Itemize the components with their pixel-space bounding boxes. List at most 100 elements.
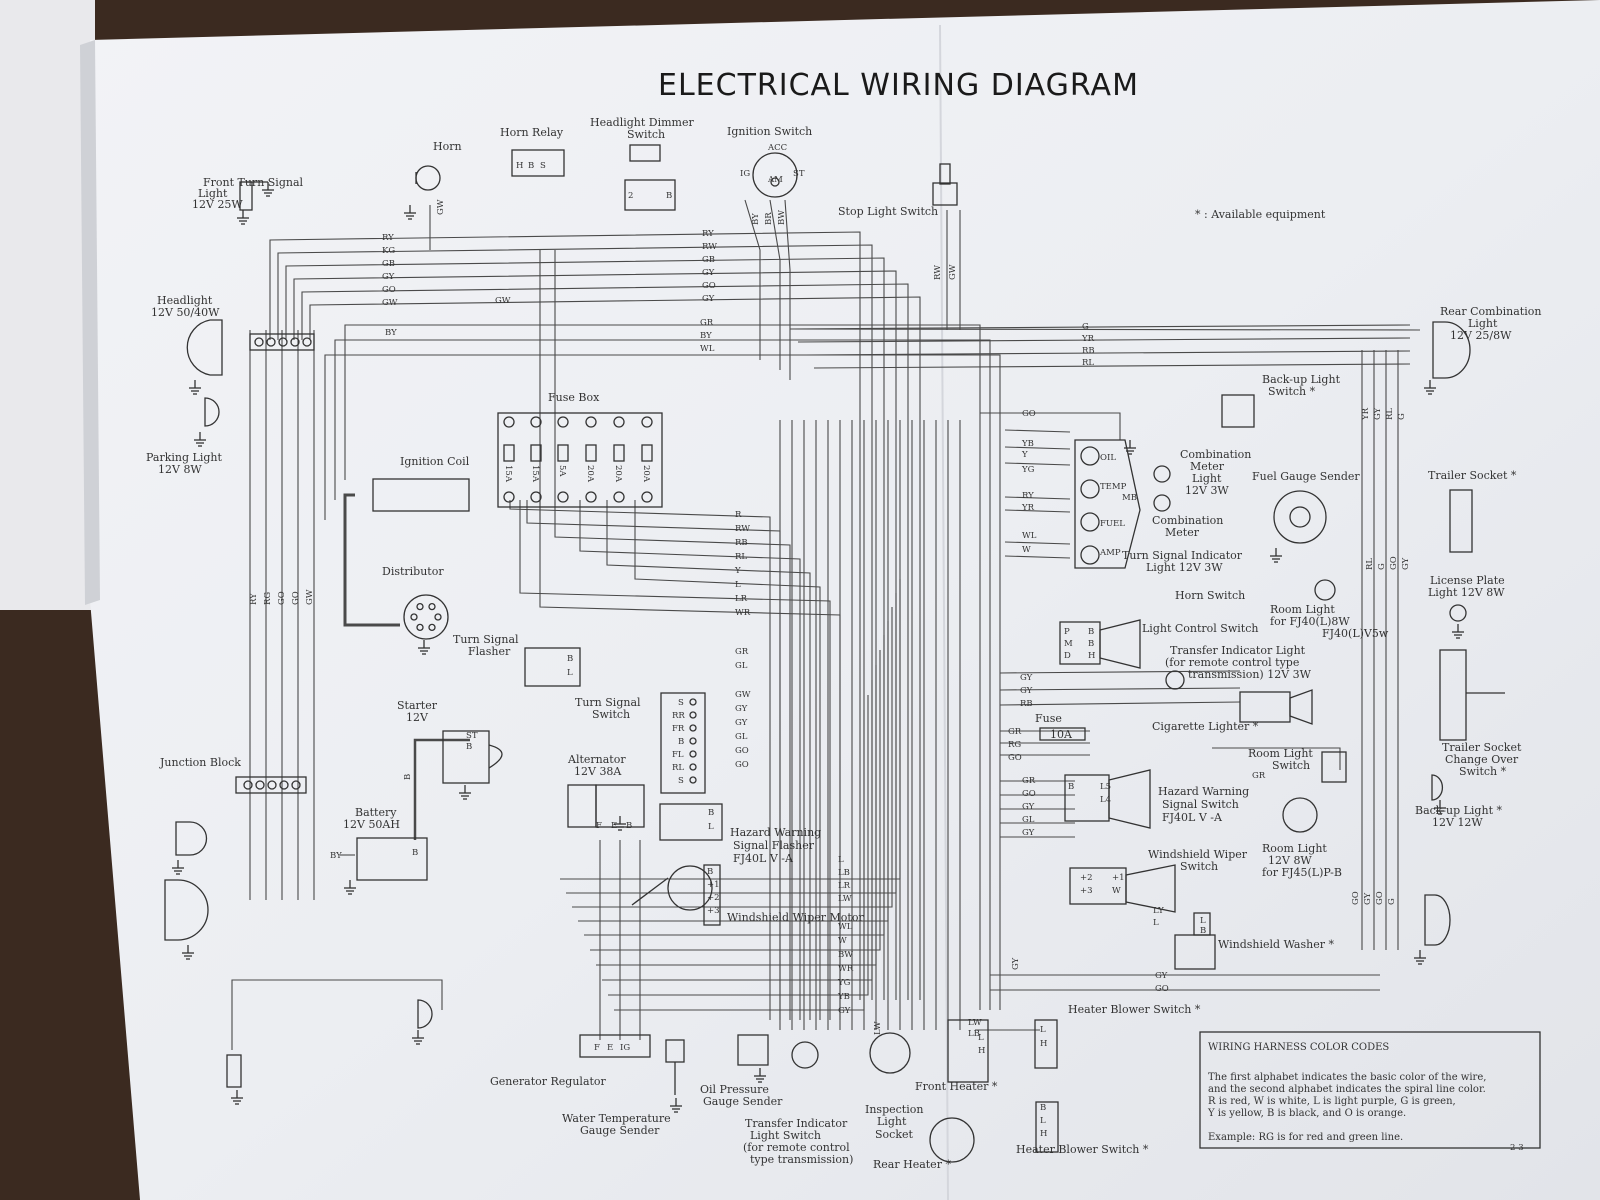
- cigarette-lighter-knob: [1289, 689, 1313, 725]
- fuse-clip: [557, 444, 569, 462]
- component-label: Front Turn Signal: [203, 176, 304, 189]
- starter-solenoid: [442, 730, 490, 784]
- terminal-label: OIL: [1100, 453, 1116, 463]
- left-bottom-wire: [231, 979, 443, 1050]
- wire-color-label: LW: [968, 1018, 982, 1028]
- fuse-out-wire: [519, 500, 831, 1020]
- terminal-label: +2: [1080, 873, 1093, 883]
- wire-color-label: RY: [702, 229, 714, 239]
- terminal-label: B: [1088, 639, 1094, 649]
- wire-color-label: WL: [838, 922, 853, 932]
- legend-line: Y is yellow, B is black, and O is orange…: [1207, 1108, 1406, 1119]
- legend-example: Example: RG is for red and green line.: [1208, 1132, 1403, 1143]
- component-label: type transmission): [750, 1153, 853, 1166]
- meter-wire: [1004, 541, 1071, 545]
- horn-relay-box: [511, 149, 565, 177]
- wire-color-label: GY: [735, 718, 748, 728]
- bottom-wire: [590, 650, 881, 951]
- fuse-terminal: [585, 491, 597, 503]
- rear-top-wire: [789, 328, 1421, 331]
- rear-wire: [797, 337, 1411, 343]
- component-label: Hazard Warning: [730, 826, 821, 839]
- component-label: 12V 12W: [1432, 816, 1483, 829]
- wire-color-label: W: [1022, 545, 1031, 555]
- wire-color-label: GY: [702, 294, 715, 304]
- backup-light-lower: [1424, 894, 1451, 946]
- coil-wire: [343, 493, 400, 627]
- switch-terminal: [689, 724, 697, 732]
- wire-color-label: GY: [838, 1006, 851, 1016]
- component-label: Fuse: [1035, 712, 1062, 725]
- headlight-lamp: [186, 319, 223, 376]
- component-label: Windshield Wiper Motor: [727, 911, 864, 924]
- component-label: 12V 50/40W: [151, 306, 220, 319]
- starter-wire: [413, 738, 470, 840]
- wire-color-label: G: [1377, 563, 1387, 570]
- switch-terminal: [689, 750, 697, 758]
- wire-color-label: R: [735, 510, 742, 520]
- fuse-out-wire: [554, 500, 791, 1020]
- component-label: Junction Block: [159, 756, 241, 769]
- component-label: Room Light: [1270, 603, 1335, 616]
- wire-color-label: LY: [1153, 906, 1164, 916]
- component-label: Headlight Dimmer: [590, 116, 694, 129]
- component-label: Horn Switch: [1175, 589, 1245, 602]
- component-label: Rear Combination: [1440, 305, 1541, 318]
- terminal-label: E: [611, 821, 617, 831]
- wire-color-label: RG: [1008, 740, 1021, 750]
- component-label: Light Control Switch: [1142, 622, 1258, 635]
- wire-color-label: KG: [382, 246, 395, 256]
- harness-wire-mid: [324, 354, 1001, 1010]
- terminal-label: FR: [672, 724, 685, 734]
- front-heater-unit: [947, 1019, 989, 1083]
- component-label: Windshield Wiper: [1148, 848, 1248, 861]
- turn-lamp-lower: [226, 1054, 242, 1088]
- dimmer-switch-head: [629, 144, 661, 162]
- backup-light-lamp: [1431, 774, 1444, 801]
- terminal-label: P: [1064, 627, 1070, 637]
- wire-color-label: YG: [1021, 465, 1035, 475]
- component-label: Stop Light Switch: [838, 205, 938, 218]
- wire-color-label: GO: [1389, 556, 1399, 570]
- wire-color-label: GO: [1375, 891, 1385, 905]
- wire-color-label: RW: [735, 524, 750, 534]
- terminal-label: FL: [672, 750, 684, 760]
- fuse-terminal: [613, 491, 625, 503]
- meter-wire: [1004, 462, 1071, 466]
- wire-color-label: GW: [495, 296, 511, 306]
- wire-color-label: RY: [1022, 491, 1034, 501]
- switch-terminal: [689, 698, 697, 706]
- terminal-label: B: [708, 808, 714, 818]
- wire-color-label: GR: [735, 647, 749, 657]
- wiper-motor-body: [667, 865, 713, 911]
- wire-color-label: GO: [1022, 789, 1036, 799]
- component-label: Turn Signal Indicator: [1122, 549, 1243, 562]
- terminal-label: H: [1040, 1129, 1047, 1139]
- bottom-wire: [602, 680, 873, 981]
- ignition-terminal-label: AM: [767, 175, 783, 185]
- component-label: Switch: [1180, 860, 1218, 873]
- wire-color-label: LR: [735, 594, 748, 604]
- component-label: Trailer Socket *: [1428, 469, 1517, 482]
- component-label: Switch *: [1268, 385, 1316, 398]
- ign-wire: [744, 199, 761, 360]
- terminal-label: L: [1040, 1025, 1046, 1035]
- page-fold: [939, 24, 949, 1200]
- terminal-label: B: [666, 191, 672, 201]
- wire-color-label: G: [1387, 898, 1397, 905]
- legend-line: and the second alphabet indicates the sp…: [1208, 1084, 1486, 1095]
- wire-color-label: Y: [734, 566, 741, 576]
- fuse-rating: 20A: [641, 465, 651, 483]
- meter-wire: [1004, 509, 1071, 513]
- rear-wire: [805, 350, 1411, 356]
- washer-pump: [1193, 912, 1211, 936]
- generator-regulator-box: [579, 1034, 651, 1058]
- component-label: (for remote control: [743, 1141, 850, 1154]
- fuse-out-wire: [606, 500, 811, 1020]
- heater-blower-switch-2: [1035, 1101, 1059, 1153]
- fuse-clip: [503, 444, 515, 462]
- component-label: FJ40(L)V5w: [1322, 627, 1389, 640]
- meter-go-wire: [980, 412, 1121, 440]
- bottom-wire: [566, 593, 897, 894]
